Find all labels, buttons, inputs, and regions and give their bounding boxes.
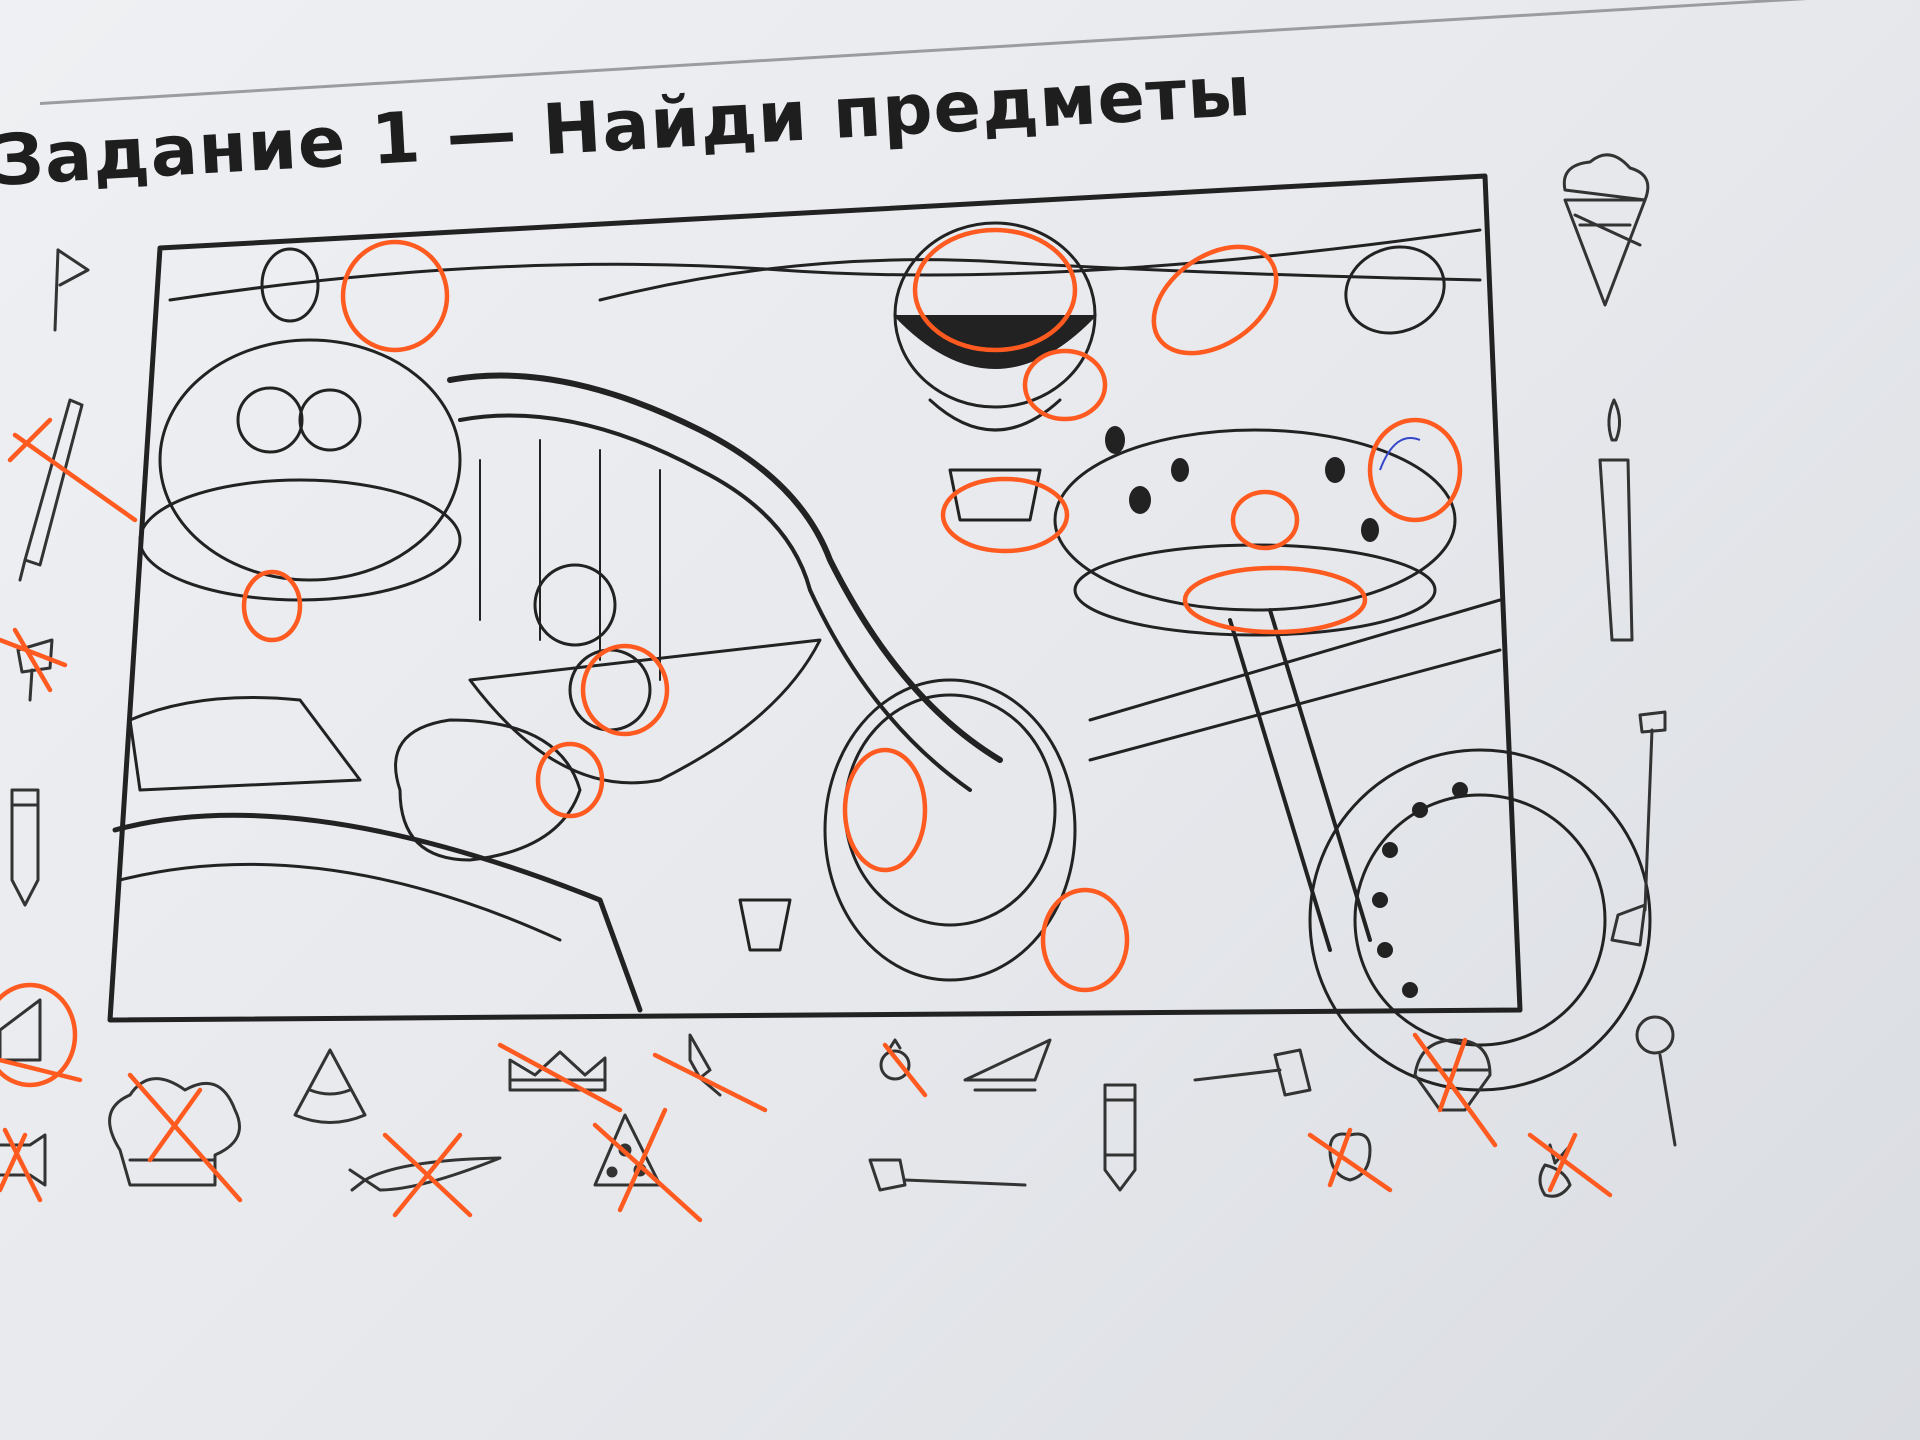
cross-out (1307, 1127, 1393, 1193)
circus-tent (468, 638, 822, 785)
push-pin-icon (16, 638, 54, 702)
circle-mark (0, 982, 78, 1088)
circle-mark (912, 227, 1078, 353)
circle-mark (580, 643, 670, 737)
circle-mark (842, 747, 928, 873)
cross-out (0, 627, 68, 693)
carrot-icon (348, 1156, 502, 1192)
circle-mark (340, 239, 450, 353)
balloon-striped (533, 563, 617, 647)
cross-out (127, 1072, 243, 1203)
hammer-icon (1193, 1048, 1312, 1097)
cheese-wedge-icon (0, 998, 42, 1062)
circle-mark (1151, 244, 1279, 356)
ring-icon (879, 1038, 911, 1081)
cross-out (592, 1107, 703, 1223)
ice-cream-cone-icon (1562, 153, 1650, 307)
cross-out (7, 417, 138, 523)
lollipop-icon (1635, 1015, 1677, 1147)
cross-out (0, 1057, 83, 1083)
egg-balloon (1344, 245, 1446, 335)
coaster-track (447, 372, 1003, 763)
candle-icon (1598, 398, 1634, 642)
ferris-wheel-right (1308, 748, 1652, 1092)
saucer-ride-right (1053, 428, 1457, 612)
circle-mark (1367, 417, 1463, 523)
circle-mark (1040, 887, 1130, 993)
balloon-top-left (260, 247, 320, 323)
elephant (394, 718, 582, 862)
flag-icon (53, 248, 90, 332)
blue-ink-mark (1379, 437, 1421, 471)
scene-frame (107, 173, 1523, 1023)
cross-out (382, 1132, 473, 1218)
circle-mark (1230, 489, 1300, 551)
circle-mark (1182, 565, 1368, 635)
chef-hat-icon (108, 1077, 241, 1187)
cross-out (1412, 1032, 1498, 1148)
cross-out (1527, 1132, 1613, 1198)
golf-club-icon (1610, 710, 1667, 947)
circle-mark (940, 476, 1070, 554)
ferris-wheel-left (112, 812, 643, 1013)
circle-mark (535, 741, 605, 819)
glue-stick-icon (1103, 1083, 1137, 1192)
pencil-icon (10, 788, 40, 907)
cake-slice-icon (963, 1038, 1052, 1092)
hill-lines (168, 228, 1482, 302)
cross-out (0, 1127, 43, 1203)
cone-hat-icon (293, 1048, 367, 1124)
fries-box (738, 898, 792, 952)
circle-mark (1022, 348, 1108, 422)
circle-mark (241, 569, 303, 643)
saucer-ride-left (158, 338, 462, 582)
cross-out (497, 1042, 623, 1113)
onion-icon (1328, 1132, 1372, 1182)
cross-out (882, 1042, 928, 1098)
teacup-ride (823, 678, 1077, 982)
fountain-pen-icon (18, 398, 84, 582)
crown-icon (508, 1050, 607, 1092)
cross-out (652, 1052, 768, 1113)
spatula-icon (868, 1158, 1027, 1192)
